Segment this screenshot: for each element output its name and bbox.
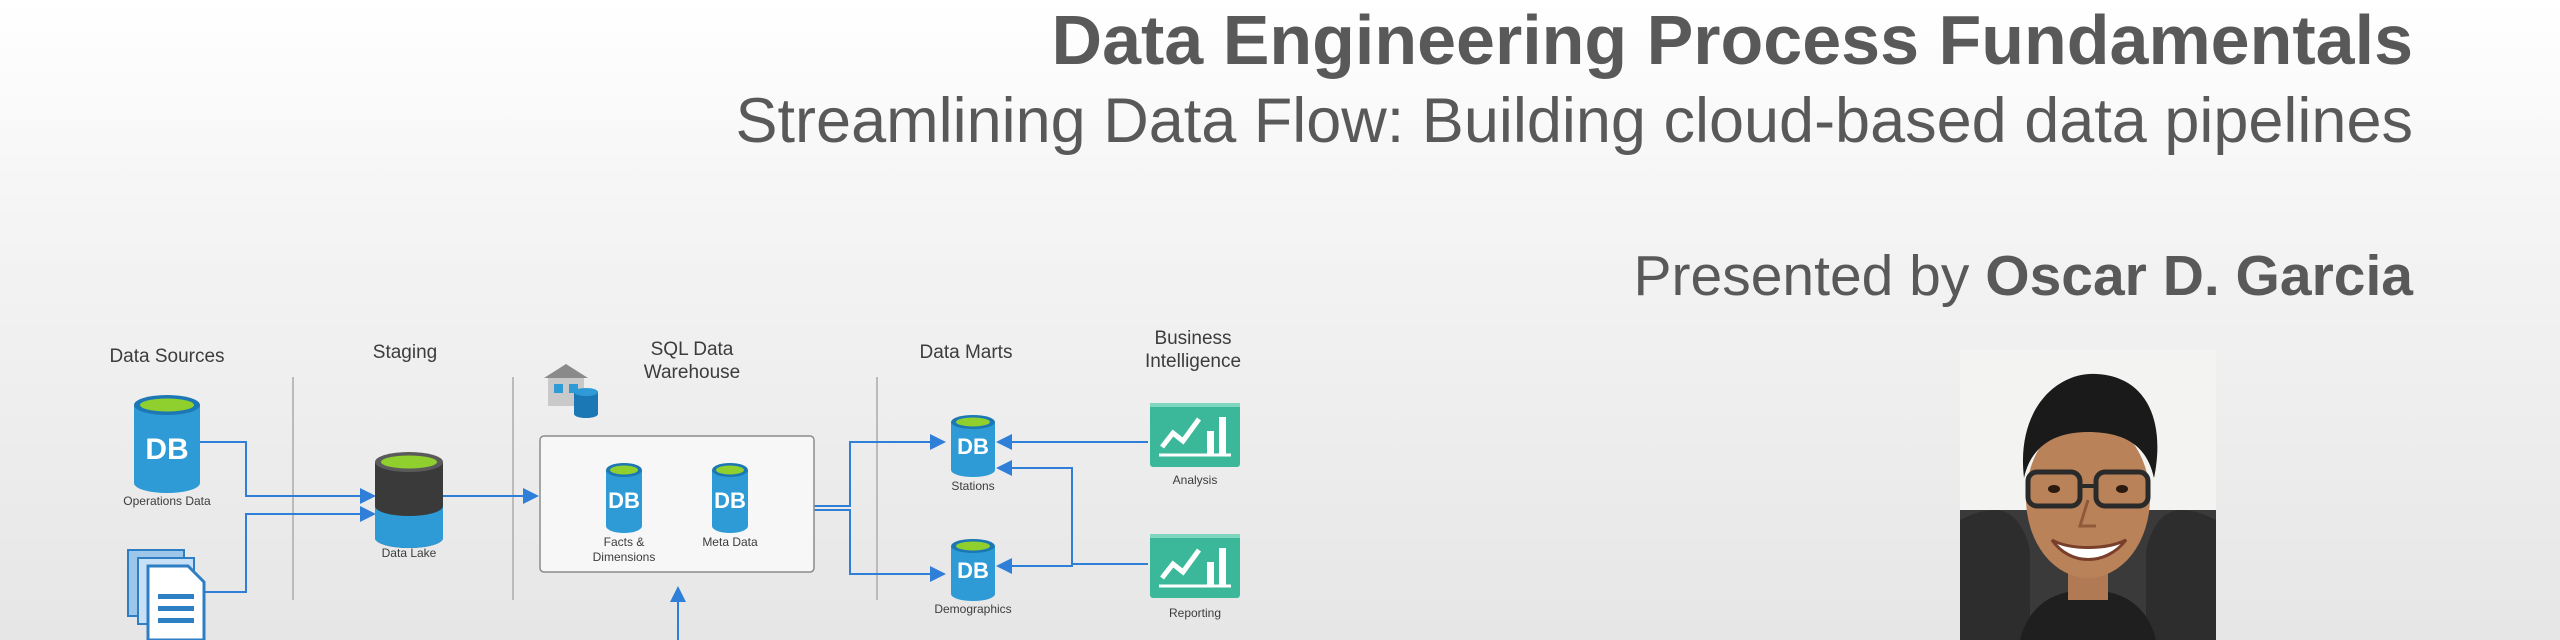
svg-text:DB: DB <box>957 434 989 459</box>
label-facts-line2: Dimensions <box>593 550 656 564</box>
label-analysis: Analysis <box>1173 473 1218 487</box>
reporting-chart-icon <box>1150 534 1240 598</box>
connector-reporting-to-demographics <box>996 558 1148 574</box>
header-data-sources: Data Sources <box>109 346 224 367</box>
connector-files-to-lake <box>202 506 376 593</box>
meta-data-db-icon: DB <box>712 463 748 533</box>
connector-warehouse-to-stations <box>814 434 946 507</box>
connector-reporting-to-stations <box>996 460 1148 565</box>
label-demographics: Demographics <box>934 602 1011 616</box>
header-data-marts: Data Marts <box>920 342 1013 363</box>
header-staging: Staging <box>373 342 437 363</box>
demographics-db-icon: DB <box>951 539 995 601</box>
header-bi-line1: Business <box>1154 328 1231 349</box>
connector-ops-to-lake <box>186 441 376 504</box>
svg-text:DB: DB <box>714 488 746 513</box>
header-bi-line2: Intelligence <box>1145 351 1241 372</box>
presenter-line: Presented by Oscar D. Garcia <box>1634 243 2414 309</box>
page-subtitle: Streamlining Data Flow: Building cloud-b… <box>735 86 2413 156</box>
presenter-name: Oscar D. Garcia <box>1985 244 2413 308</box>
files-icon <box>127 549 206 640</box>
stations-db-icon: DB <box>951 415 995 477</box>
label-meta-data: Meta Data <box>702 535 758 549</box>
facts-db-icon: DB <box>606 463 642 533</box>
label-operations-data: Operations Data <box>123 494 211 508</box>
data-lake-icon <box>375 452 443 548</box>
data-pipeline-diagram: Data Sources Staging SQL Data Warehouse … <box>109 328 1300 640</box>
label-reporting: Reporting <box>1169 606 1221 620</box>
svg-text:DB: DB <box>608 488 640 513</box>
header-warehouse-line1: SQL Data <box>651 339 734 360</box>
connector-warehouse-to-demographics <box>814 509 946 582</box>
analysis-chart-icon <box>1150 403 1240 467</box>
page-title: Data Engineering Process Fundamentals <box>1051 1 2413 79</box>
presenter-photo <box>1960 350 2216 640</box>
header-warehouse-line2: Warehouse <box>644 362 740 383</box>
label-facts-line1: Facts & <box>604 535 645 549</box>
svg-text:DB: DB <box>145 433 188 466</box>
label-data-lake: Data Lake <box>382 546 437 560</box>
operations-data-db-icon: DB <box>134 395 200 493</box>
presenter-prefix: Presented by <box>1633 244 1970 308</box>
svg-text:DB: DB <box>957 558 989 583</box>
warehouse-building-icon <box>544 364 598 418</box>
warehouse-box <box>539 435 815 573</box>
label-stations: Stations <box>951 479 994 493</box>
